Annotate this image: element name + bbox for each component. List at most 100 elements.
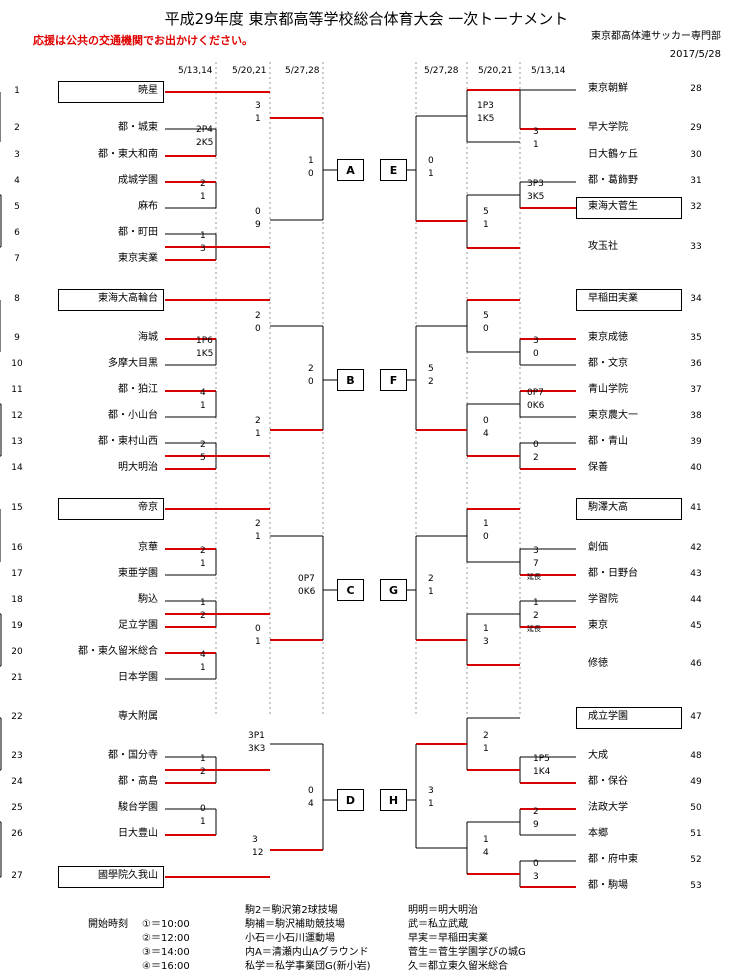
- team-number: 20: [11, 647, 23, 657]
- team-number: 33: [690, 242, 702, 252]
- team-number: 43: [690, 569, 702, 579]
- team-number: 11: [11, 385, 23, 395]
- score-top: 1: [308, 156, 314, 166]
- score-top: 3: [533, 336, 539, 346]
- start-times-label: 開始時刻: [88, 919, 128, 930]
- team-name: 攻玉社: [588, 241, 618, 252]
- team-name: 大成: [588, 750, 608, 761]
- team-name: 保善: [588, 462, 608, 473]
- page-title: 平成29年度 東京都高等学校総合体育大会 一次トーナメント: [164, 10, 569, 28]
- team-number: 8: [14, 294, 20, 304]
- team-number: 40: [690, 463, 702, 473]
- score-bottom: 0: [533, 349, 539, 359]
- team-name: 創価: [588, 542, 608, 553]
- score-top: 2: [200, 179, 206, 189]
- venue-2: 駒補＝駒沢補助競技場: [245, 919, 345, 930]
- score-bottom: 2: [200, 767, 206, 777]
- team-number: 12: [11, 411, 23, 421]
- team-number: 45: [690, 621, 702, 631]
- score-top: 1: [483, 624, 489, 634]
- team-name: 修徳: [588, 658, 608, 669]
- team-name: 明大明治: [118, 462, 158, 473]
- score-bottom: 9: [533, 820, 539, 830]
- abbrev-3: 早実＝早稲田実業: [408, 933, 488, 944]
- team-name: 専大附属: [118, 711, 158, 722]
- score-top: 2: [533, 807, 539, 817]
- block-label: D: [337, 789, 364, 811]
- score-top: 1: [200, 598, 206, 608]
- score-bottom: 2: [428, 377, 434, 387]
- team-number: 1: [14, 86, 20, 96]
- score-bottom: 0: [483, 532, 489, 542]
- team-name: 早大学院: [588, 122, 628, 133]
- score-bottom: 1: [483, 220, 489, 230]
- score-top: 1: [200, 231, 206, 241]
- round-date-right-2: 5/20,21: [478, 66, 513, 76]
- seed-team-box: [58, 498, 164, 520]
- score-bottom: 1K5: [477, 114, 495, 124]
- team-number: 24: [11, 777, 23, 787]
- team-number: 29: [690, 123, 702, 133]
- team-number: 50: [690, 803, 702, 813]
- team-name: 日大鶴ヶ丘: [588, 149, 638, 160]
- team-number: 37: [690, 385, 702, 395]
- team-name: 駒澤大高: [588, 502, 628, 513]
- team-name: 都・駒場: [588, 880, 628, 891]
- team-name: 都・文京: [588, 358, 628, 369]
- score-top: 1P3: [477, 101, 494, 111]
- team-number: 15: [11, 503, 23, 513]
- team-number: 32: [690, 202, 702, 212]
- start-time-3: ③＝14:00: [142, 947, 190, 958]
- team-name: 東京実業: [118, 253, 158, 264]
- team-number: 2: [14, 123, 20, 133]
- score-top: 0: [428, 156, 434, 166]
- score-top: 0: [308, 786, 314, 796]
- score-bottom: 2: [533, 611, 539, 621]
- start-time-4: ④＝16:00: [142, 961, 190, 972]
- team-number: 3: [14, 150, 20, 160]
- team-number: 44: [690, 595, 702, 605]
- score-top: 0P7: [298, 574, 315, 584]
- team-number: 5: [14, 202, 20, 212]
- team-name: 成城学園: [118, 175, 158, 186]
- score-top: 2: [255, 519, 261, 529]
- team-number: 47: [690, 712, 702, 722]
- score-bottom: 1: [255, 637, 261, 647]
- score-bottom: 1: [483, 744, 489, 754]
- start-time-2: ②＝12:00: [142, 933, 190, 944]
- team-number: 53: [690, 881, 702, 891]
- team-number: 19: [11, 621, 23, 631]
- team-number: 18: [11, 595, 23, 605]
- team-number: 31: [690, 176, 702, 186]
- score-bottom: 5: [200, 453, 206, 463]
- score-top: 1: [483, 835, 489, 845]
- venue-5: 私学＝私学事業団G(新小岩): [245, 961, 371, 972]
- score-top: 5: [428, 364, 434, 374]
- score-bottom: 1: [200, 192, 206, 202]
- team-number: 7: [14, 254, 20, 264]
- extra-time-note: 延長: [527, 573, 541, 581]
- team-number: 38: [690, 411, 702, 421]
- team-name: 本郷: [588, 828, 608, 839]
- team-number: 41: [690, 503, 702, 513]
- score-bottom: 3: [533, 872, 539, 882]
- team-number: 30: [690, 150, 702, 160]
- score-bottom: 1K4: [533, 767, 551, 777]
- round-date-left-1: 5/13,14: [178, 66, 213, 76]
- score-bottom: 4: [483, 429, 489, 439]
- seed-team-box: [576, 289, 682, 311]
- team-number: 4: [14, 176, 20, 186]
- score-bottom: 1: [428, 587, 434, 597]
- score-bottom: 0: [483, 324, 489, 334]
- score-bottom: 12: [252, 848, 264, 858]
- round-date-right-1: 5/13,14: [531, 66, 566, 76]
- start-time-1: ①＝10:00: [142, 919, 190, 930]
- team-name: 京華: [138, 542, 158, 553]
- block-label: H: [380, 789, 407, 811]
- team-name: 東京朝鮮: [588, 83, 628, 94]
- score-top: 1P5: [533, 754, 550, 764]
- score-bottom: 9: [255, 220, 261, 230]
- team-name: 都・町田: [118, 227, 158, 238]
- team-name: 暁星: [138, 85, 158, 96]
- score-top: 5: [483, 311, 489, 321]
